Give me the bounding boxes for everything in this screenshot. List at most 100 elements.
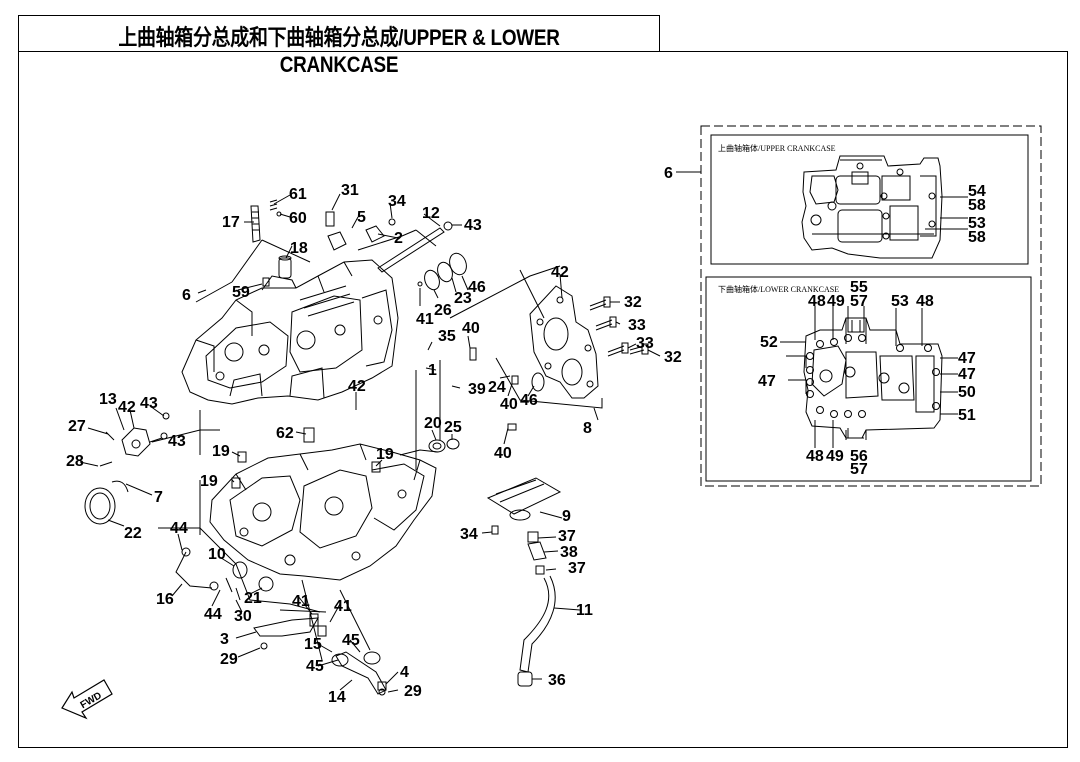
- lower-inset-callout-52: 52: [760, 334, 778, 351]
- callout-18: 18: [290, 240, 308, 257]
- callout-45: 45: [342, 632, 360, 649]
- callout-38: 38: [560, 544, 578, 561]
- lower-inset-callout-55: 55: [850, 279, 868, 296]
- callout-42: 42: [348, 378, 366, 395]
- callout-19: 19: [212, 443, 230, 460]
- upper-crankcase-part: [181, 259, 399, 405]
- side-cover-part: [529, 285, 599, 399]
- callout-19: 19: [200, 473, 218, 490]
- seal-rings: [417, 252, 477, 361]
- lower-inset-callout-50: 50: [958, 384, 976, 401]
- upper-crankcase-inset: [710, 134, 1029, 265]
- callout-46: 46: [468, 279, 486, 296]
- lower-inset-callout-53: 53: [891, 293, 909, 310]
- page-title: 上曲轴箱分总成和下曲轴箱分总成/UPPER & LOWER CRANKCASE: [118, 25, 560, 77]
- callout-37: 37: [568, 560, 586, 577]
- callout-43: 43: [140, 395, 158, 412]
- callout-33: 33: [636, 335, 654, 352]
- callout-14: 14: [328, 689, 346, 706]
- lower-inset-callout-57: 57: [850, 293, 868, 310]
- callout-6: 6: [664, 165, 673, 182]
- callout-30: 30: [234, 608, 252, 625]
- callout-28: 28: [66, 453, 84, 470]
- lower-crankcase-part: [209, 427, 437, 581]
- lower-inset-callout-47: 47: [758, 373, 776, 390]
- callout-60: 60: [289, 210, 307, 227]
- lower-plate-and-pipes: [253, 613, 387, 696]
- callout-46: 46: [520, 392, 538, 409]
- callout-5: 5: [357, 209, 366, 226]
- callout-6: 6: [182, 287, 191, 304]
- upper-inset-callout-53: 53: [968, 215, 986, 232]
- lower-inset-callout-56: 56: [850, 448, 868, 465]
- callout-17: 17: [222, 214, 240, 231]
- lower-inset-callout-48: 48: [916, 293, 934, 310]
- callout-42: 42: [551, 264, 569, 281]
- callout-23: 23: [454, 290, 472, 307]
- inset-dashed-boundary: [700, 125, 1042, 487]
- callout-61: 61: [289, 186, 307, 203]
- callout-9: 9: [562, 508, 571, 525]
- lower-inset-title: 下曲轴箱体/LOWER CRANKCASE: [718, 284, 839, 294]
- callout-29: 29: [220, 651, 238, 668]
- callout-41: 41: [416, 311, 434, 328]
- callout-3: 3: [220, 631, 229, 648]
- callout-35: 35: [438, 328, 456, 345]
- lower-inset-callout-49: 49: [827, 293, 845, 310]
- callout-32: 32: [624, 294, 642, 311]
- lower-crankcase-inset: [705, 276, 1032, 482]
- callout-43: 43: [168, 433, 186, 450]
- callout-41: 41: [292, 593, 310, 610]
- callout-2: 2: [394, 230, 403, 247]
- callout-42: 42: [118, 399, 136, 416]
- callout-27: 27: [68, 418, 86, 435]
- callout-34: 34: [388, 193, 406, 210]
- callout-39: 39: [468, 381, 486, 398]
- callout-40: 40: [462, 320, 480, 337]
- callout-44: 44: [170, 520, 188, 537]
- callout-19: 19: [376, 446, 394, 463]
- callout-22: 22: [124, 525, 142, 542]
- callout-15: 15: [304, 636, 322, 653]
- callout-34: 34: [460, 526, 478, 543]
- callout-40: 40: [500, 396, 518, 413]
- callout-20: 20: [424, 415, 442, 432]
- callout-21: 21: [244, 590, 262, 607]
- callout-31: 31: [341, 182, 359, 199]
- lower-crankcase-thumbnail: [803, 317, 943, 440]
- lower-inset-callout-51: 51: [958, 407, 976, 424]
- lower-inset-callout-49: 49: [826, 448, 844, 465]
- upper-crankcase-thumbnail: [801, 155, 943, 259]
- lower-inset-callout-47: 47: [958, 366, 976, 383]
- upper-inset-callout-54: 54: [968, 183, 986, 200]
- shaft-part: [377, 221, 453, 273]
- callout-26: 26: [434, 302, 452, 319]
- bearing-parts: [428, 438, 460, 453]
- callout-13: 13: [99, 391, 117, 408]
- lower-inset-callout-48: 48: [808, 293, 826, 310]
- callout-59: 59: [232, 284, 250, 301]
- callout-32: 32: [664, 349, 682, 366]
- callout-8: 8: [583, 420, 592, 437]
- callout-11: 11: [576, 602, 593, 619]
- callout-16: 16: [156, 591, 174, 608]
- callout-10: 10: [208, 546, 226, 563]
- callout-29: 29: [404, 683, 422, 700]
- callout-24: 24: [488, 379, 506, 396]
- title-box: 上曲轴箱分总成和下曲轴箱分总成/UPPER & LOWER CRANKCASE: [18, 15, 660, 77]
- upper-inset-callout-58: 58: [968, 197, 986, 214]
- callout-44: 44: [204, 606, 222, 623]
- lower-inset-callout-47: 47: [958, 350, 976, 367]
- oil-pan-and-pipe: [486, 477, 562, 687]
- upper-inset-callout-58: 58: [968, 229, 986, 246]
- callout-12: 12: [422, 205, 440, 222]
- callout-41: 41: [334, 598, 352, 615]
- callout-33: 33: [628, 317, 646, 334]
- callout-36: 36: [548, 672, 566, 689]
- callout-7: 7: [154, 489, 163, 506]
- callout-37: 37: [558, 528, 576, 545]
- callout-25: 25: [444, 419, 462, 436]
- callout-40: 40: [494, 445, 512, 462]
- lower-inset-callout-57: 57: [850, 461, 868, 478]
